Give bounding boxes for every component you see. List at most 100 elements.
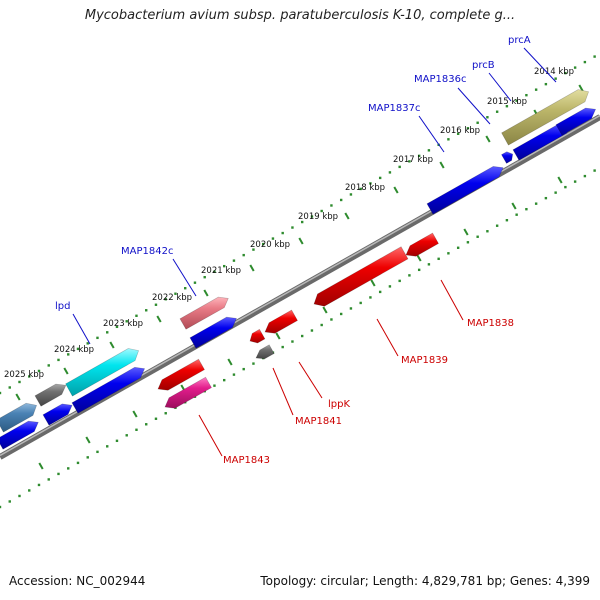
scale-upper-dot (300, 220, 304, 224)
scale-upper-dot (281, 231, 284, 235)
scale-upper-dot (447, 138, 450, 141)
scale-upper-dot (291, 226, 294, 229)
gene-features (0, 89, 597, 450)
scale-lower-dot (349, 307, 353, 310)
scale-tick (227, 358, 233, 366)
scale-upper-dot (145, 309, 148, 312)
scale-upper-dot (349, 193, 353, 196)
scale-tick (298, 237, 304, 245)
gene-map1843-label[interactable]: MAP1843 (223, 455, 270, 466)
gene-prcA-label[interactable]: prcA (508, 35, 531, 46)
gene-lpd-leader (72, 313, 91, 345)
scale-lower-dot (232, 373, 236, 376)
gene-map1843-leader (198, 414, 223, 457)
scale-lower-dot (86, 456, 89, 459)
gene-map1838-leader (440, 279, 464, 321)
scale-upper-dot (261, 242, 265, 246)
scale-upper-dot (47, 364, 50, 367)
scale-tick (203, 289, 209, 297)
gene-map1842c-label[interactable]: MAP1842c (121, 246, 173, 257)
scale-upper-dot (164, 298, 167, 301)
gene-red-small (249, 328, 266, 344)
scale-lower-dot (145, 423, 148, 426)
scale-lower-dot (573, 180, 577, 183)
scale-lower-dot (223, 378, 226, 382)
scale-lower-dot (18, 494, 21, 498)
scale-lower-dot (398, 279, 401, 283)
gene-map1838-label[interactable]: MAP1838 (467, 318, 514, 329)
scale-upper-dot (213, 270, 216, 273)
scale-upper-dot (505, 105, 509, 108)
gene-lppK-label[interactable]: lppK (328, 399, 350, 410)
scale-upper-dot (427, 149, 431, 152)
scale-lower-dot (115, 439, 119, 443)
scale-lower-dot (135, 428, 138, 431)
scale-upper-dot (271, 237, 275, 240)
accession-label: Accession: NC_002944 (9, 574, 146, 588)
scale-tick (393, 186, 399, 194)
scale-tick (578, 84, 584, 92)
scale-lower-dot (67, 467, 70, 470)
gene-lpd-label[interactable]: lpd (55, 301, 70, 312)
scale-lower-dot (447, 252, 450, 255)
gene-map1839-leader (376, 318, 399, 357)
scale-lower-dot (291, 340, 294, 343)
scale-lower-dot (544, 196, 548, 200)
gene-map1839-label[interactable]: MAP1839 (401, 355, 448, 366)
gene-map1841-label[interactable]: MAP1841 (295, 416, 342, 427)
scale-upper-dot (193, 281, 197, 284)
gene-lppK-leader (298, 361, 323, 399)
scale-upper-dot (86, 342, 89, 345)
scale-lower-dot (320, 323, 323, 327)
scale-upper-dot (417, 154, 421, 158)
scale-lower-dot (534, 202, 538, 205)
scale-upper-dot (252, 248, 255, 251)
gene-lppK (264, 309, 298, 334)
scale-upper-dot (330, 204, 333, 207)
gene-prcB-label[interactable]: prcB (472, 60, 495, 71)
scale-lower-dot (281, 345, 284, 349)
scale-tick (511, 202, 517, 210)
scale-lower-dot (369, 296, 372, 299)
scale-lower-dot (427, 263, 431, 266)
scale-lower-dot (378, 290, 382, 294)
scale-upper-dot (232, 259, 236, 262)
scale-upper-dot (8, 386, 11, 389)
scale-upper-dot (28, 375, 31, 378)
gene-map1841-leader (272, 367, 294, 416)
scale-upper-dot (125, 320, 128, 323)
scale-upper-dot (515, 99, 518, 102)
scale-lower-dot (564, 185, 567, 189)
scale-lower-dot (456, 246, 460, 249)
scale-upper-dot (525, 93, 528, 97)
scale-lower-dot (525, 207, 528, 211)
scale-lower-dot (8, 500, 11, 503)
gene-map1837c-label[interactable]: MAP1837c (368, 103, 420, 114)
gene-map1838 (405, 232, 439, 257)
scale-upper-dot (564, 71, 567, 75)
scale-upper-dot (573, 66, 577, 69)
scale-lower-dot (300, 334, 304, 338)
scale-lower-dot (437, 257, 440, 261)
scale-lower-dot (154, 417, 158, 420)
scale-lower-dot (466, 241, 470, 244)
scale-label: 2019 kbp (298, 212, 338, 222)
scale-lower-dot (339, 312, 343, 316)
gene-steel (0, 402, 37, 433)
scale-upper-dot (135, 314, 138, 317)
gene-prcB (501, 151, 514, 164)
scale-tick (344, 212, 350, 220)
gene-map1836c-label[interactable]: MAP1836c (414, 74, 466, 85)
scale-tick (249, 264, 255, 272)
scale-upper-dot (476, 121, 479, 124)
scale-upper-dot (96, 336, 99, 340)
scale-label: 2022 kbp (152, 293, 192, 303)
scale-tick (370, 279, 376, 287)
scale-lower-dot (164, 412, 167, 415)
scale-lower-dot (213, 384, 216, 387)
scale-lower-dot (388, 285, 392, 288)
scale-upper-dot (57, 358, 60, 362)
